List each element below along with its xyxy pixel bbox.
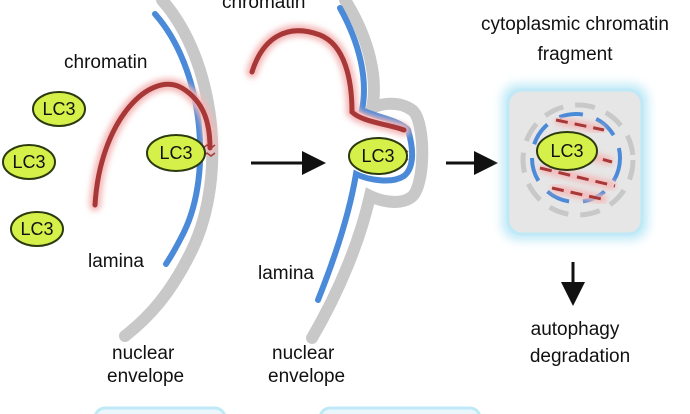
panel2-envelope-label-line1: nuclear (272, 343, 335, 364)
bottom-box-middle (319, 406, 481, 414)
panel2-envelope-label-line2: envelope (268, 366, 345, 387)
lc3-protein: LC3 (10, 211, 64, 247)
panel1-lamina-label: lamina (88, 251, 144, 272)
bottom-box-left (94, 406, 226, 414)
lc3-label: LC3 (159, 143, 192, 163)
lc3-label: LC3 (12, 152, 45, 172)
panel1-nuclear-envelope (119, 0, 219, 342)
outcome-line1: autophagy (531, 319, 620, 340)
panel-2-nucleus: LC3 chromatin lamina nuclear envelope (222, 0, 429, 387)
lc3-protein: LC3 (2, 144, 56, 180)
lc3-protein: LC3 (348, 137, 408, 175)
panel1-lamina (152, 11, 204, 267)
lc3-protein: LC3 (146, 134, 206, 172)
fragment-envelope-ring (520, 102, 636, 218)
panel-3-fragment: cytoplasmic chromatin fragment LC3 (481, 14, 669, 367)
outcome-line2: degradation (530, 346, 630, 367)
fragment-title-line1: cytoplasmic chromatin (481, 14, 669, 35)
fragment-title-line2: fragment (538, 44, 614, 65)
fragment-lamina-ring (530, 112, 622, 204)
panel2-lamina-label: lamina (258, 263, 314, 284)
lc3-protein: LC3 (536, 131, 598, 171)
panel2-chromatin (249, 28, 407, 133)
panel2-nuclear-envelope (306, 0, 429, 344)
panel2-chromatin-label: chromatin (222, 0, 305, 13)
lc3-label: LC3 (550, 141, 583, 161)
panel-1-nucleus: LC3 LC3 LC3 LC3 chromatin lamina nuclear… (2, 0, 219, 387)
panel1-envelope-label-line2: envelope (107, 366, 184, 387)
panel1-chromatin (92, 81, 213, 208)
lc3-protein: LC3 (32, 91, 86, 127)
panel1-envelope-label-line1: nuclear (112, 343, 175, 364)
lc3-label: LC3 (361, 146, 394, 166)
panel1-chromatin-label: chromatin (64, 52, 147, 73)
panel2-lamina (315, 5, 416, 303)
lc3-label: LC3 (42, 99, 75, 119)
lc3-label: LC3 (20, 219, 53, 239)
